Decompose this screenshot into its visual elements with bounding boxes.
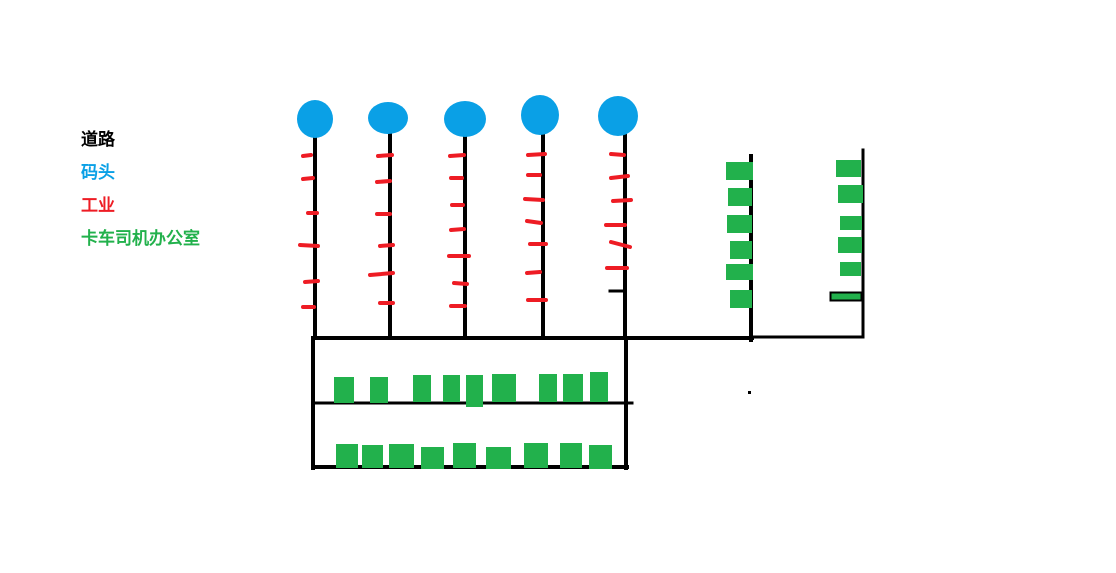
dock-3 <box>444 101 486 137</box>
industry-marker <box>609 152 626 157</box>
office-block <box>730 290 752 308</box>
office-block <box>589 445 612 469</box>
dock-2 <box>368 102 408 134</box>
industry-marker <box>303 279 320 284</box>
legend-dock: 码头 <box>81 163 115 183</box>
road-dot <box>748 391 751 394</box>
office-block <box>563 374 583 402</box>
roads <box>311 116 865 470</box>
industry-marker <box>368 271 395 277</box>
office-block <box>413 375 431 402</box>
office-block <box>486 447 511 469</box>
office-block <box>524 443 548 468</box>
office-block <box>370 377 388 403</box>
industry-marker <box>378 243 395 248</box>
industry-marker <box>452 281 469 286</box>
industry-marker <box>298 243 320 248</box>
industry-marker <box>449 227 466 232</box>
office-block <box>421 447 444 469</box>
office-block <box>726 162 753 180</box>
industry-marker <box>301 176 315 181</box>
dock-4 <box>521 95 559 135</box>
office-block <box>443 375 460 402</box>
industry-marker <box>609 240 632 249</box>
office-block <box>728 188 752 206</box>
office-block <box>840 216 862 230</box>
industry-marker <box>301 153 313 158</box>
docks <box>297 95 638 138</box>
industry-marker <box>523 197 545 202</box>
office-block <box>838 185 863 203</box>
office-block-outlined <box>829 291 863 302</box>
office-block <box>836 160 861 177</box>
legend: 道路 码头 工业 卡车司机办公室 <box>81 128 200 260</box>
office-block <box>838 237 862 253</box>
industry-marker <box>611 198 633 203</box>
office-block <box>334 377 354 403</box>
office-block <box>726 264 753 280</box>
legend-truck-office: 卡车司机办公室 <box>81 229 200 249</box>
industry-marker <box>525 219 543 225</box>
industry-marker <box>526 152 547 157</box>
office-block <box>389 444 414 468</box>
office-block <box>362 445 383 468</box>
industry-marker <box>375 179 392 184</box>
truck-offices <box>334 160 863 469</box>
industry-marker <box>448 153 466 158</box>
office-block <box>466 375 483 407</box>
office-block <box>730 241 752 259</box>
industry-marker <box>525 270 542 275</box>
industry-marker <box>609 174 630 180</box>
office-block <box>727 215 752 233</box>
office-block <box>590 372 608 402</box>
office-block <box>453 443 476 468</box>
office-block <box>539 374 557 402</box>
industry-marker <box>376 153 394 158</box>
dock-5 <box>598 96 638 136</box>
office-block <box>560 443 582 468</box>
industry-markers <box>298 152 633 309</box>
dock-1 <box>297 100 333 138</box>
office-block <box>336 444 358 468</box>
office-block <box>492 374 516 402</box>
legend-road: 道路 <box>81 130 115 150</box>
legend-industry: 工业 <box>81 196 115 216</box>
office-block <box>840 262 861 276</box>
